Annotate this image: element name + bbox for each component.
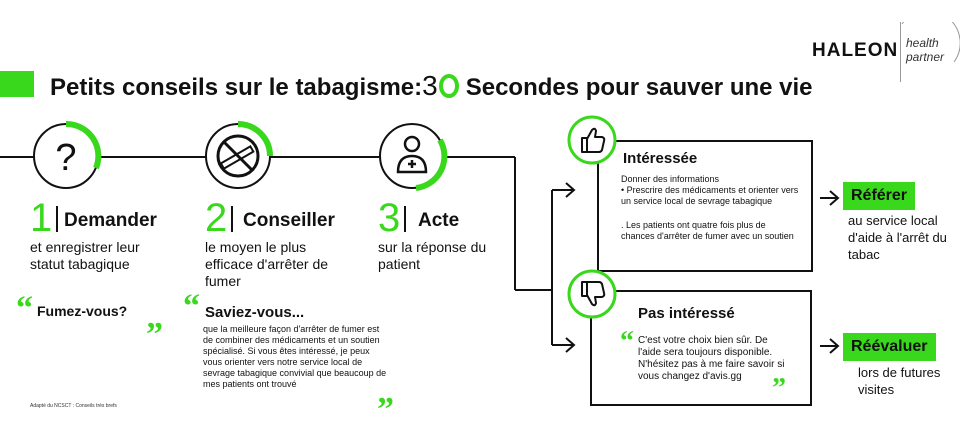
interested-title: Intéressée [623,150,698,167]
not-interested-quote-open: “ [620,326,634,357]
interested-box [597,140,813,272]
interested-body-line2: • Prescrire des médicaments et orienter … [621,185,799,206]
step-2-title: Conseiller [243,210,335,231]
quote-1-close: ” [146,316,163,353]
referer-subtitle: au service local d'aide à l'arrêt du tab… [848,213,947,262]
title-marker [0,71,34,97]
quote-1-text: Fumez-vous? [37,303,128,319]
step-3-divider [404,206,406,232]
title-zero-ring-icon [438,74,459,98]
svg-text:?: ? [55,137,76,179]
step-3-subtitle: sur la réponse du patient [378,239,487,272]
step-3-number: 3 [378,196,401,240]
quote-2-close: ” [377,391,394,428]
quote-2-title: Saviez-vous... [205,304,305,321]
step-2-number: 2 [205,196,228,240]
not-interested-body: C'est votre choix bien sûr. De l'aide se… [638,335,785,382]
step-1-title: Demander [64,210,157,231]
partner-line2: partner [906,50,945,64]
title-part1: Petits conseils sur le tabagisme: [50,74,423,101]
step-2: 2 Conseiller [205,198,375,238]
step-2-subtitle: le moyen le plus efficace d'arrêter de f… [205,239,329,289]
step-3-title: Acte [418,210,460,231]
not-interested-title: Pas intéressé [638,305,735,322]
partner-circle-icon [901,22,960,63]
step-1: 1 Demander [30,198,200,238]
source-footnote: Adapté du NCSCT : Conseils très brefs [30,403,117,409]
title-number: 3 [422,70,438,101]
brand-logo: HALEON health partner [812,20,962,82]
step-1-number: 1 [30,196,53,240]
step-3: 3 Acte [378,198,518,238]
page-title: Petits conseils sur le tabagisme:3 Second… [50,70,813,102]
reevaluer-subtitle: lors de futures visites [858,365,941,397]
interested-body-line1: Donner des informations [621,174,720,184]
partner-line1: health [906,36,939,50]
no-smoking-icon [205,121,273,189]
reevaluer-badge: Réévaluer [843,333,936,361]
title-part2: Secondes pour sauver une vie [465,74,813,101]
step-1-divider [56,206,58,232]
quote-2-body: que la meilleure façon d'arrêter de fume… [203,324,387,389]
question-icon: ? [33,120,102,189]
not-interested-quote-close: ” [772,373,786,404]
brand-divider [900,22,901,82]
interested-body-line3: . Les patients ont quatre fois plus de c… [621,220,794,241]
step-2-divider [231,206,233,232]
thumbs-down-icon [567,269,617,319]
not-interested-box [590,290,812,406]
quote-2-open: “ [183,288,200,325]
quote-1-open: “ [16,290,33,327]
step-1-subtitle: et enregistrer leur statut tabagique [30,239,140,272]
medical-person-icon [379,123,448,191]
referer-badge: Référer [843,182,916,210]
thumbs-up-icon [567,115,617,165]
brand-name: HALEON [812,40,899,61]
